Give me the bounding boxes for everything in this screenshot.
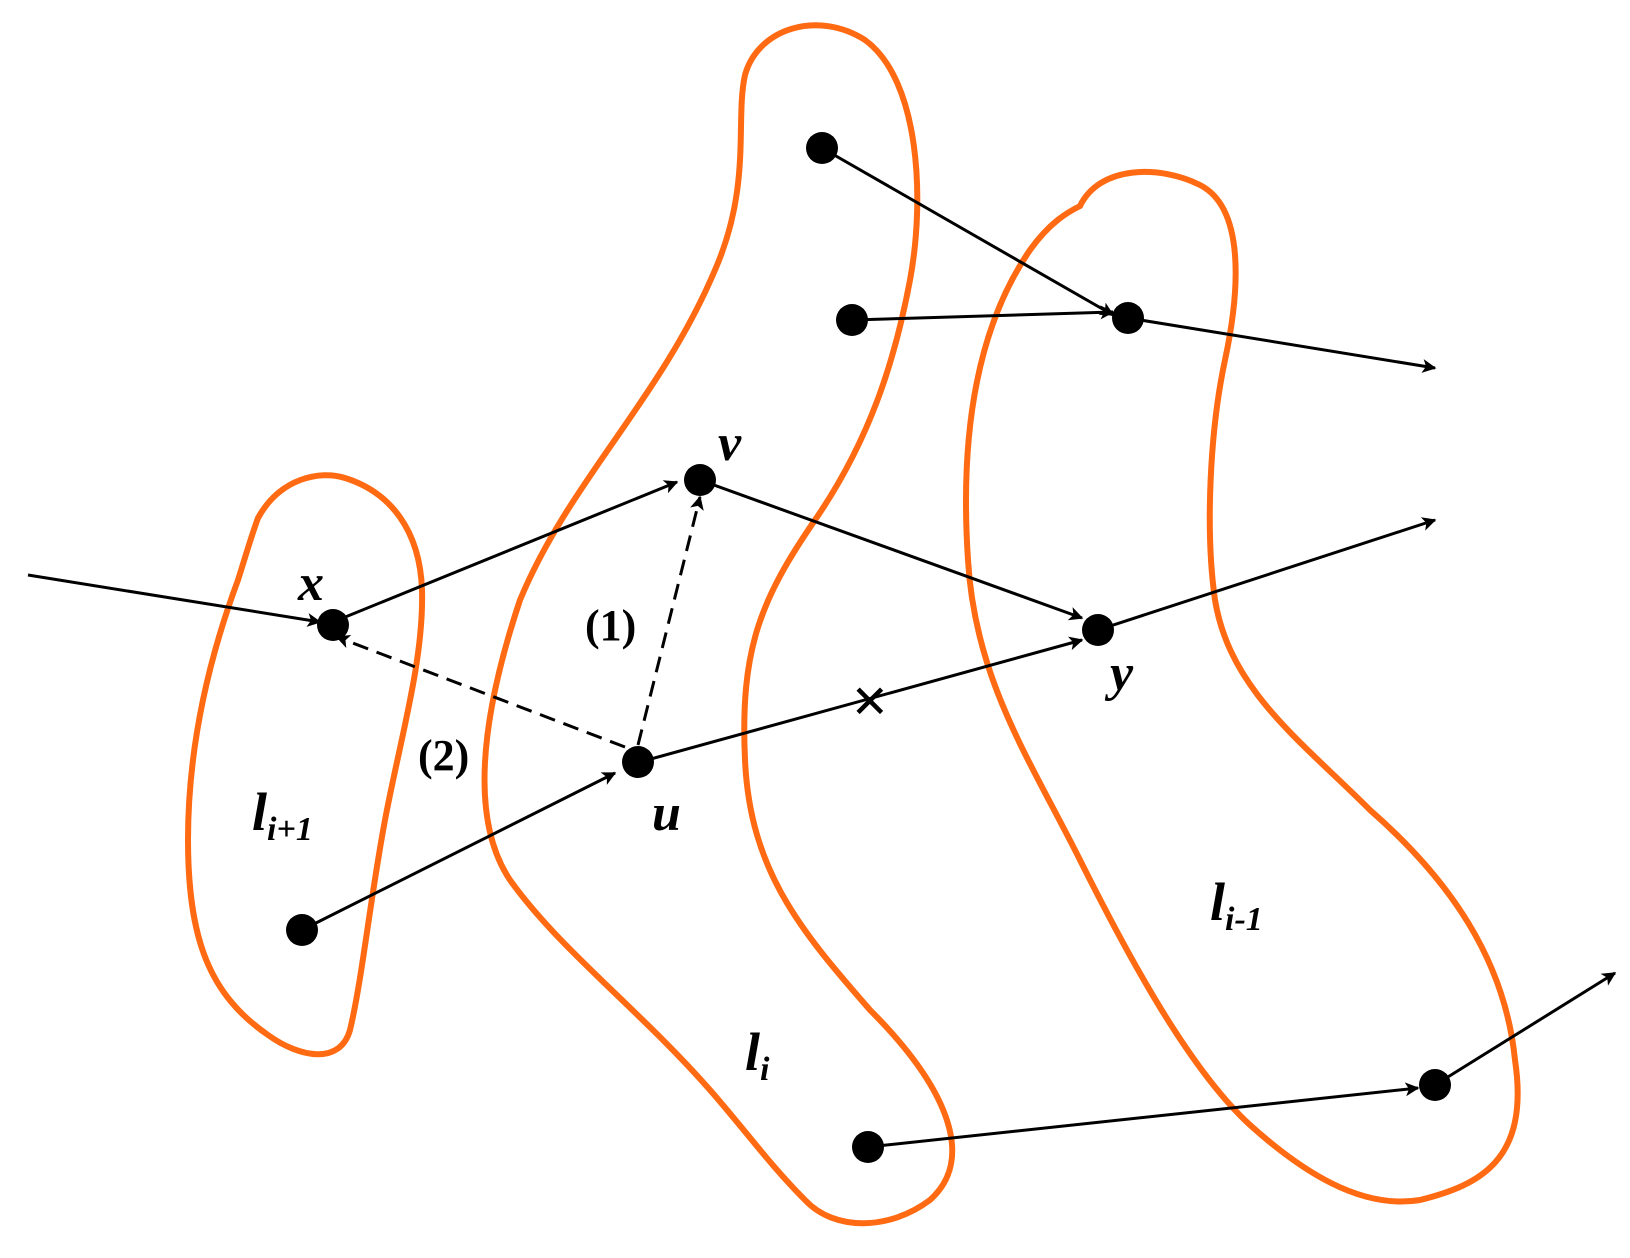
- label-region-right-base: l: [1210, 872, 1225, 932]
- node-bottom: [852, 1131, 884, 1163]
- edge-hub-to-out: [1127, 316, 1437, 373]
- edge-bottomleft-to-u: [301, 771, 617, 932]
- label-v: v: [718, 415, 742, 472]
- node-x: [317, 609, 349, 641]
- label-region-right-sub: i-1: [1225, 901, 1263, 938]
- label-region-left-sub: i+1: [267, 811, 313, 848]
- region-middle-outline: [481, 22, 956, 1227]
- edge-top-to-hub: [821, 146, 1115, 317]
- label-step-one: (1): [585, 601, 636, 650]
- label-region-left: li+1: [252, 782, 313, 848]
- label-y: y: [1104, 645, 1134, 702]
- edge-y-to-out: [1097, 517, 1437, 632]
- region-right-outline: [962, 168, 1521, 1205]
- node-v: [684, 464, 716, 496]
- label-region-left-base: l: [252, 782, 267, 842]
- label-u: u: [652, 785, 681, 842]
- node-y: [1082, 614, 1114, 646]
- edge-br-to-out: [1434, 971, 1617, 1087]
- label-region-right: li-1: [1210, 872, 1263, 938]
- edge-v-to-y: [699, 478, 1084, 621]
- node-hub: [1112, 302, 1144, 334]
- removed-edge-mark: ×: [852, 665, 888, 736]
- label-region-middle-sub: i: [760, 1051, 770, 1088]
- dashed-edge-u-to-v: [636, 495, 704, 746]
- label-region-middle: li: [745, 1022, 770, 1088]
- node-top: [806, 132, 838, 164]
- edge-x-to-v: [332, 480, 679, 624]
- node-mid-upper: [836, 304, 868, 336]
- edge-bottom-to-br: [867, 1082, 1420, 1149]
- label-step-two: (2): [418, 731, 469, 780]
- edge-in-to-x: [27, 573, 322, 627]
- edge-mid-to-hub: [851, 305, 1115, 322]
- edge-u-to-y: [639, 636, 1084, 764]
- dashed-edge-u-to-x: [335, 634, 626, 749]
- node-bottom-right: [1419, 1069, 1451, 1101]
- region-left-outline: [184, 472, 426, 1058]
- label-x: x: [297, 555, 324, 612]
- label-region-middle-base: l: [745, 1022, 760, 1082]
- node-bottom-left: [286, 914, 318, 946]
- node-u: [622, 746, 654, 778]
